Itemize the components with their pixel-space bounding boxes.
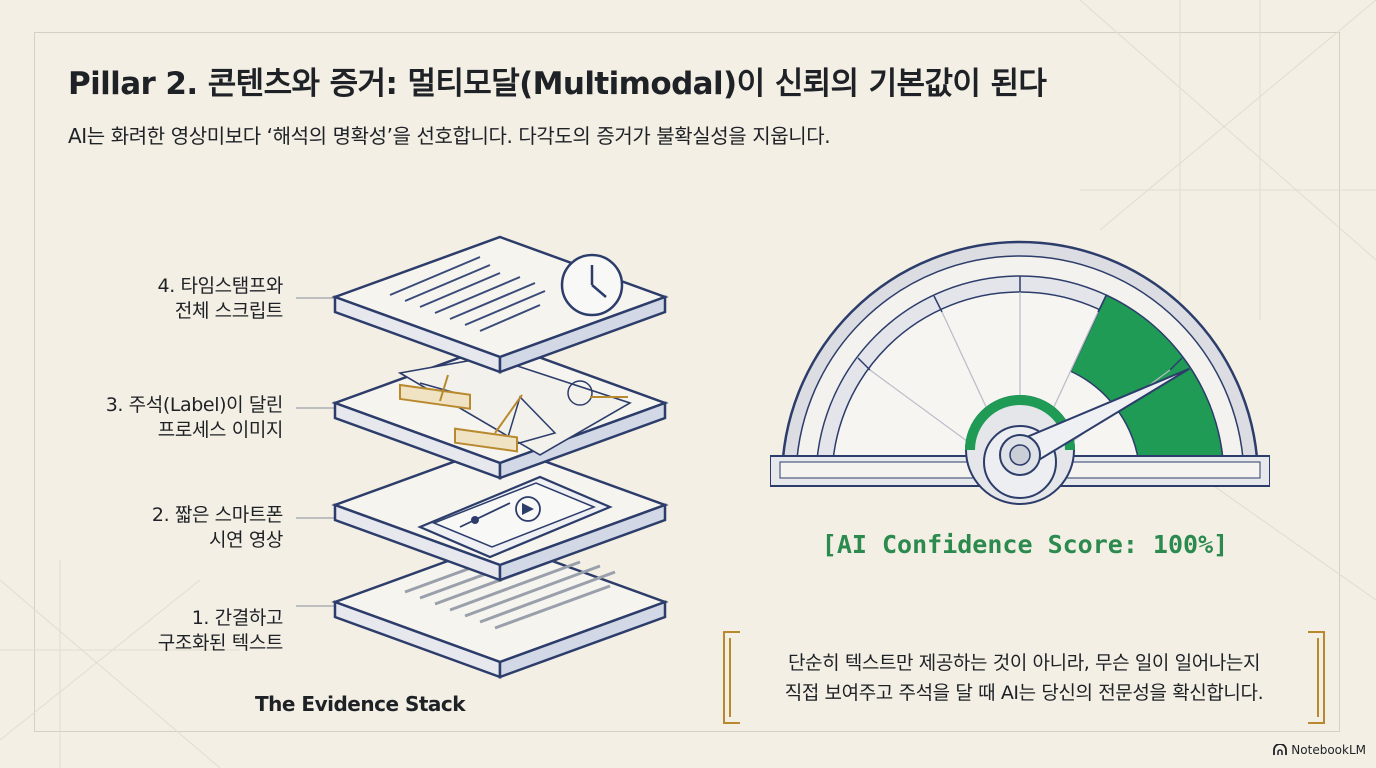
layer-2-smartphone-video — [333, 443, 667, 582]
notebooklm-branding: NotebookLM — [1273, 743, 1366, 757]
page-title: Pillar 2. 콘텐츠와 증거: 멀티모달(Multimodal)이 신뢰의… — [68, 66, 1047, 102]
notebooklm-logo-icon — [1273, 744, 1288, 755]
clock-icon — [560, 253, 624, 317]
smartphone-play-icon — [417, 475, 613, 559]
page-subtitle: AI는 화려한 영상미보다 ‘해석의 명확성’을 선호합니다. 다각도의 증거가… — [68, 124, 831, 148]
notebooklm-label: NotebookLM — [1291, 743, 1366, 757]
callout-line-1: 단순히 텍스트만 제공하는 것이 아니라, 무슨 일이 일어나는지 — [787, 652, 1261, 674]
content-frame — [34, 32, 1340, 732]
callout-brackets — [723, 631, 1325, 724]
gauge-segment-lines — [816, 276, 1183, 481]
annotated-diagram-icon — [397, 356, 632, 456]
layer-3-annotated-image — [333, 341, 667, 480]
callout-note: 단순히 텍스트만 제공하는 것이 아니라, 무슨 일이 일어나는지 직접 보여주… — [722, 630, 1326, 725]
evidence-stack-illustration — [296, 235, 667, 679]
callout-line-2: 직접 보여주고 주석을 달 때 AI는 당신의 전문성을 확신합니다. — [784, 682, 1264, 704]
transcript-lines-icon — [389, 256, 546, 332]
stack-caption: The Evidence Stack — [255, 692, 466, 716]
confidence-score-label: [AI Confidence Score: 100%] — [821, 530, 1229, 559]
layer-4-timestamp-transcript — [333, 235, 667, 374]
confidence-gauge — [770, 240, 1270, 505]
